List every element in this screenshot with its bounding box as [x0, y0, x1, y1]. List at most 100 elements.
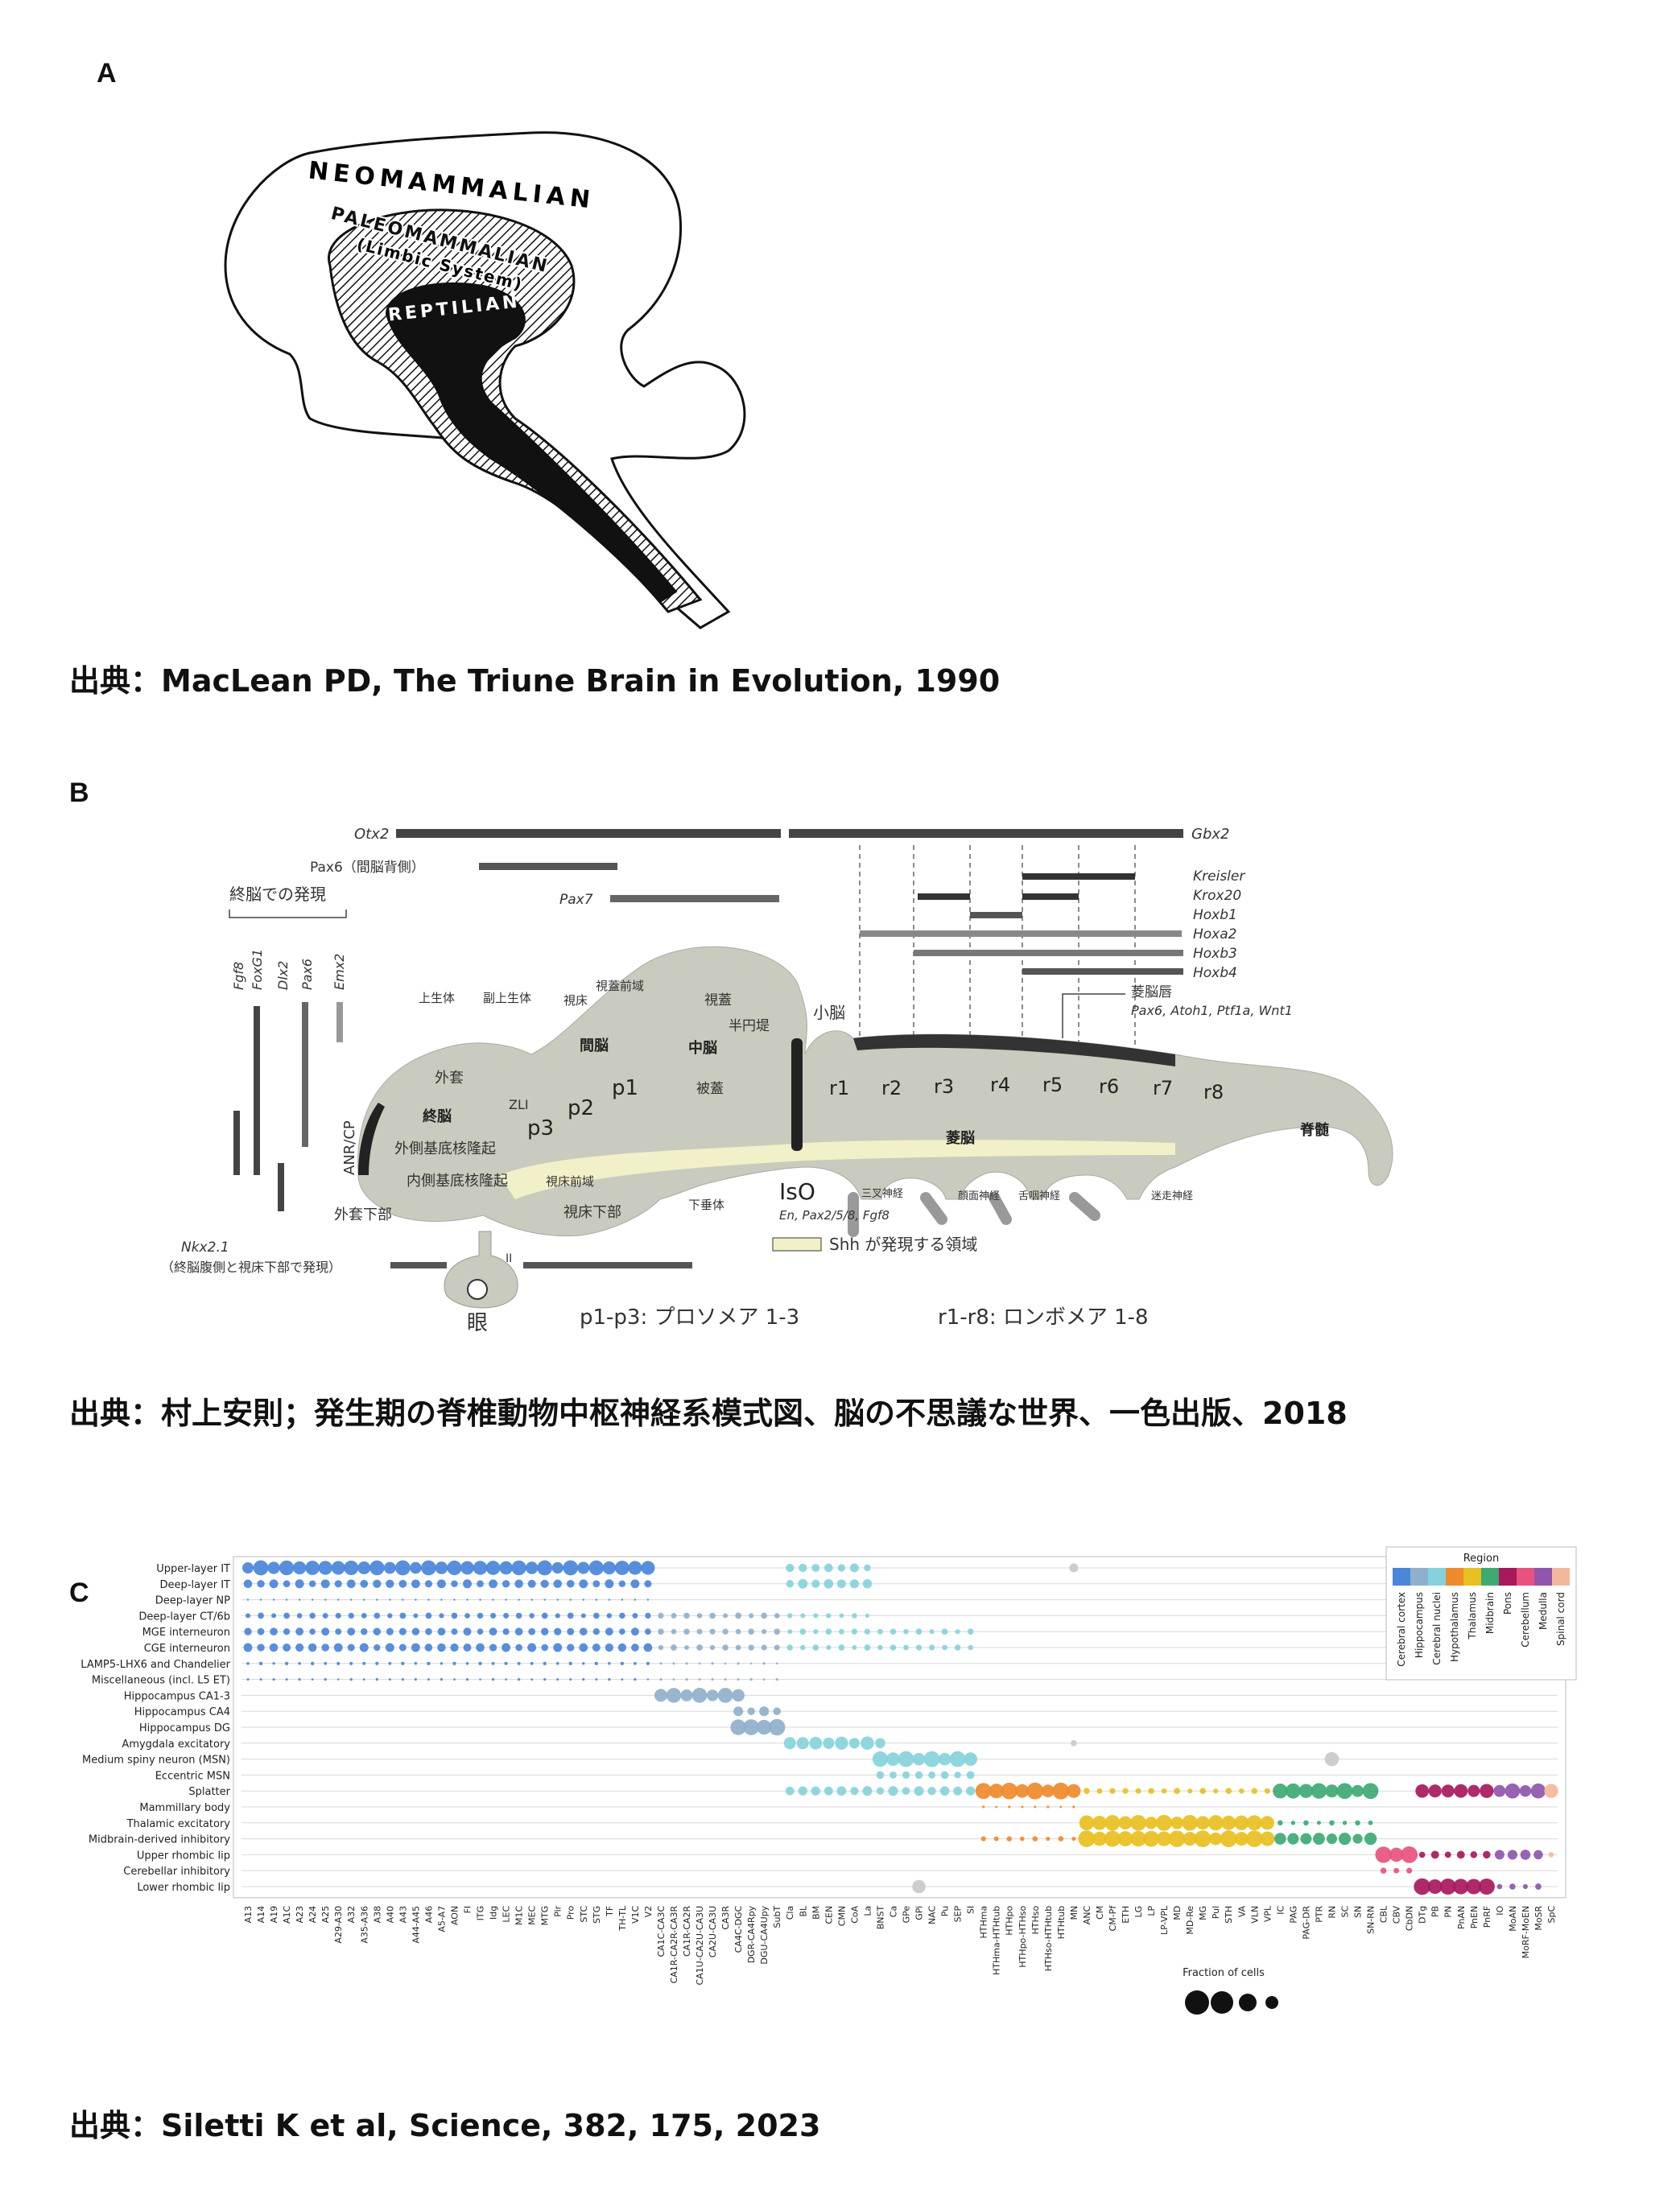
data-dot	[774, 1644, 780, 1651]
data-dot	[645, 1612, 651, 1619]
fgf8-label: Fgf8	[231, 962, 246, 990]
data-dot	[363, 1598, 365, 1601]
rhombic-lip-genes: Pax6, Atoh1, Ptf1a, Wnt1	[1131, 1003, 1293, 1018]
citation-c: 出典：Siletti K et al, Science, 382, 175, 2…	[69, 2108, 821, 2143]
data-dot	[515, 1612, 522, 1619]
p1-label: p1	[612, 1076, 638, 1100]
data-dot	[1493, 1784, 1506, 1797]
data-dot	[813, 1629, 819, 1635]
data-dot	[361, 1627, 368, 1635]
column-label: A46	[423, 1906, 434, 1924]
data-dot	[773, 1707, 781, 1715]
legend-swatch	[1552, 1568, 1570, 1586]
data-dot	[1187, 1788, 1193, 1794]
data-dot	[1368, 1820, 1373, 1825]
data-dot	[862, 1786, 873, 1796]
data-dot	[1329, 1820, 1335, 1826]
data-dot	[257, 1627, 265, 1635]
data-dot	[1199, 1788, 1207, 1795]
data-dot	[511, 1560, 526, 1576]
data-dot	[485, 1561, 501, 1575]
column-label: A32	[346, 1906, 357, 1924]
column-label: VPL	[1262, 1905, 1273, 1922]
data-dot	[749, 1613, 754, 1619]
data-dot	[747, 1707, 755, 1715]
pax6-dorsal-label: Pax6（間脳背側）	[310, 860, 425, 876]
column-label: A35-A36	[359, 1906, 369, 1944]
data-dot	[1505, 1783, 1521, 1799]
shh-note: Shh が発現する領域	[829, 1235, 977, 1254]
rhombomere-label-r6: r6	[1099, 1075, 1119, 1098]
data-dot	[465, 1677, 469, 1681]
data-dot	[954, 1771, 961, 1779]
data-dot	[634, 1598, 637, 1601]
data-dot	[939, 1786, 950, 1796]
data-dot	[398, 1579, 407, 1588]
data-dot	[722, 1628, 729, 1635]
data-dot	[989, 1784, 1004, 1799]
data-dot	[1079, 1815, 1095, 1831]
row-label: Cerebellar inhibitory	[123, 1866, 230, 1878]
data-dot	[1362, 1783, 1379, 1800]
column-label: LP	[1146, 1905, 1157, 1916]
data-dot	[812, 1644, 819, 1651]
data-dot	[1021, 1805, 1024, 1809]
data-dot	[1078, 1830, 1096, 1847]
column-label: DGU-CA4Upy	[759, 1905, 770, 1964]
data-dot	[528, 1627, 536, 1635]
data-dot	[386, 1579, 394, 1588]
hoxa2-label: Hoxa2	[1193, 926, 1236, 942]
pax6-tel-label: Pax6	[299, 959, 315, 990]
data-dot	[257, 1580, 265, 1588]
data-dot	[864, 1564, 871, 1572]
data-dot	[440, 1677, 444, 1681]
data-dot	[349, 1661, 353, 1665]
data-dot	[376, 1598, 378, 1601]
data-dot	[619, 1628, 625, 1635]
hoxb3-label: Hoxb3	[1193, 946, 1237, 962]
data-dot	[786, 1580, 795, 1588]
data-dot	[1130, 1830, 1146, 1847]
column-label: HTHso-HTHtub	[1043, 1906, 1054, 1971]
data-dot	[553, 1643, 563, 1652]
data-dot	[646, 1678, 650, 1681]
column-label: GPe	[902, 1906, 912, 1924]
column-label: STC	[579, 1905, 589, 1922]
data-dot	[375, 1661, 379, 1665]
column-label: DTg	[1418, 1906, 1428, 1924]
column-label: PB	[1430, 1906, 1441, 1917]
column-label: ITG	[476, 1906, 486, 1921]
data-dot	[1234, 1815, 1249, 1830]
legend-swatch	[1499, 1568, 1517, 1586]
data-dot	[478, 1661, 482, 1665]
column-label: A25	[320, 1906, 331, 1924]
data-dot	[346, 1579, 356, 1589]
legend-swatch	[1393, 1568, 1410, 1586]
preoptic-label: 視床前域	[546, 1174, 594, 1189]
column-label: SC	[1340, 1905, 1351, 1917]
data-dot	[1273, 1784, 1288, 1799]
data-dot	[1507, 1850, 1517, 1860]
data-dot	[463, 1579, 473, 1589]
legend-label: Pons	[1502, 1592, 1513, 1615]
data-dot	[787, 1629, 793, 1635]
size-legend-dot	[1265, 1996, 1278, 2009]
data-dot	[749, 1662, 753, 1665]
data-dot	[914, 1771, 923, 1780]
data-dot	[1213, 1788, 1219, 1794]
data-dot	[1535, 1883, 1542, 1890]
data-dot	[1415, 1784, 1430, 1798]
data-dot	[1352, 1784, 1364, 1797]
column-label: PTR	[1314, 1905, 1324, 1922]
telencephalon-label: 終脳	[423, 1107, 452, 1125]
pax7-label: Pax7	[559, 892, 593, 908]
data-dot	[1264, 1788, 1270, 1794]
column-label: A40	[385, 1906, 395, 1924]
column-label: CA4C-DGC	[733, 1905, 744, 1953]
data-dot	[334, 1580, 342, 1588]
legend-swatch	[1410, 1568, 1428, 1586]
data-dot	[1287, 1833, 1299, 1845]
data-dot	[835, 1736, 848, 1750]
data-dot	[476, 1643, 485, 1652]
